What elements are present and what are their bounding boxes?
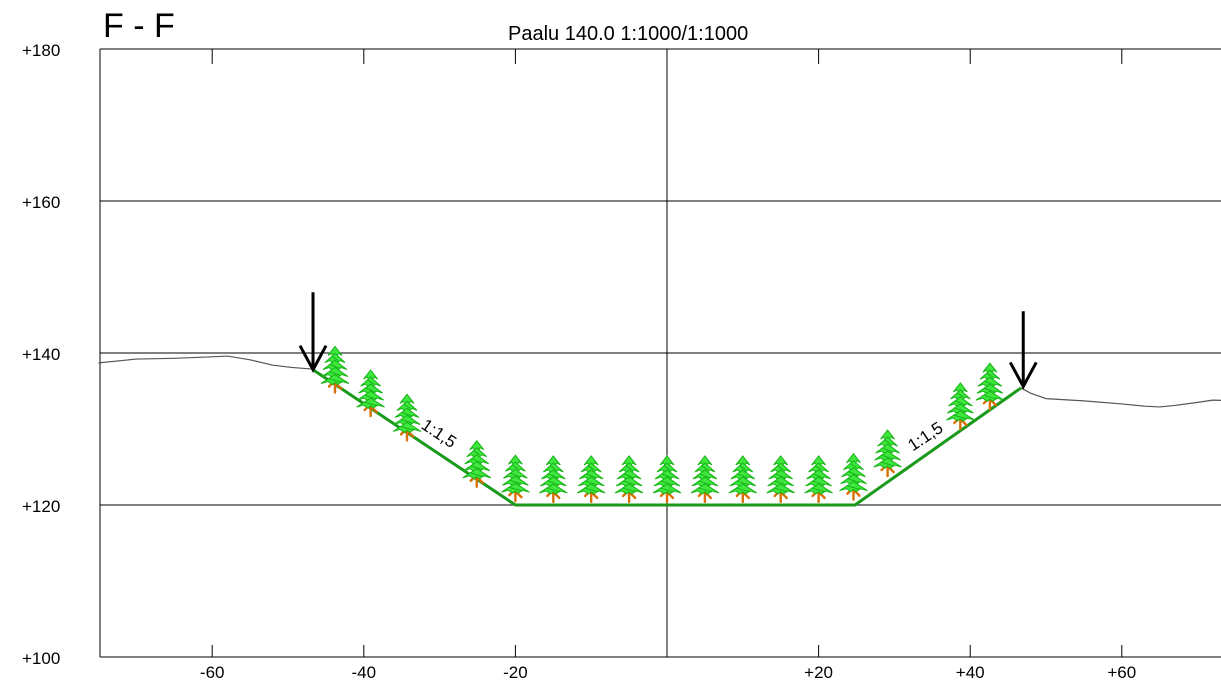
- tree-symbol: [462, 439, 492, 488]
- tree-symbol: [690, 455, 720, 504]
- y-tick-label: +160: [22, 193, 60, 212]
- daylight-arrows: [298, 292, 1038, 390]
- tree-symbol: [766, 455, 795, 504]
- slope-labels: 1:1,5 1:1,5: [418, 415, 947, 455]
- y-tick-label: +180: [22, 41, 60, 60]
- tree-symbol: [873, 429, 902, 478]
- tree-symbol: [539, 455, 568, 504]
- axis-ticks: -60 -40 -20 +20 +40 +60 +100 +120 +140 +160 +180: [22, 41, 1136, 682]
- daylight-arrow: [298, 292, 328, 373]
- x-tick-label: +20: [804, 663, 833, 682]
- x-tick-label: +60: [1107, 663, 1136, 682]
- slope-ratio-label: 1:1,5: [904, 418, 946, 455]
- y-tick-label: +120: [22, 497, 60, 516]
- tree-symbol: [804, 455, 833, 504]
- x-tick-label: -20: [503, 663, 528, 682]
- tree-symbol: [728, 455, 758, 504]
- y-tick-label: +140: [22, 345, 60, 364]
- tree-symbol: [501, 454, 530, 503]
- tree-symbol: [652, 455, 682, 504]
- terrain-line-right: [1020, 387, 1221, 408]
- tree-symbol: [614, 455, 644, 504]
- tree-symbol: [839, 452, 868, 501]
- x-tick-label: -60: [200, 663, 225, 682]
- tree-symbols: [320, 345, 1005, 504]
- tree-symbol: [320, 345, 350, 394]
- section-id-title: F - F: [103, 7, 175, 45]
- terrain-lines: [98, 355, 1221, 408]
- tree-symbol: [576, 455, 606, 504]
- terrain-line-left: [98, 355, 311, 370]
- x-tick-label: +40: [956, 663, 985, 682]
- design-profile-line: [312, 368, 1022, 507]
- tree-symbol: [946, 382, 975, 431]
- daylight-arrow: [1008, 311, 1038, 390]
- tree-symbol: [392, 393, 422, 442]
- y-tick-label: +100: [22, 649, 60, 668]
- grid: [100, 49, 1221, 657]
- design-profile: [312, 368, 1022, 507]
- tree-symbol: [975, 362, 1005, 411]
- x-tick-label: -40: [352, 663, 377, 682]
- station-label: Paalu 140.0 1:1000/1:1000: [508, 23, 748, 45]
- slope-ratio-label: 1:1,5: [418, 415, 460, 452]
- tree-symbol: [356, 369, 385, 418]
